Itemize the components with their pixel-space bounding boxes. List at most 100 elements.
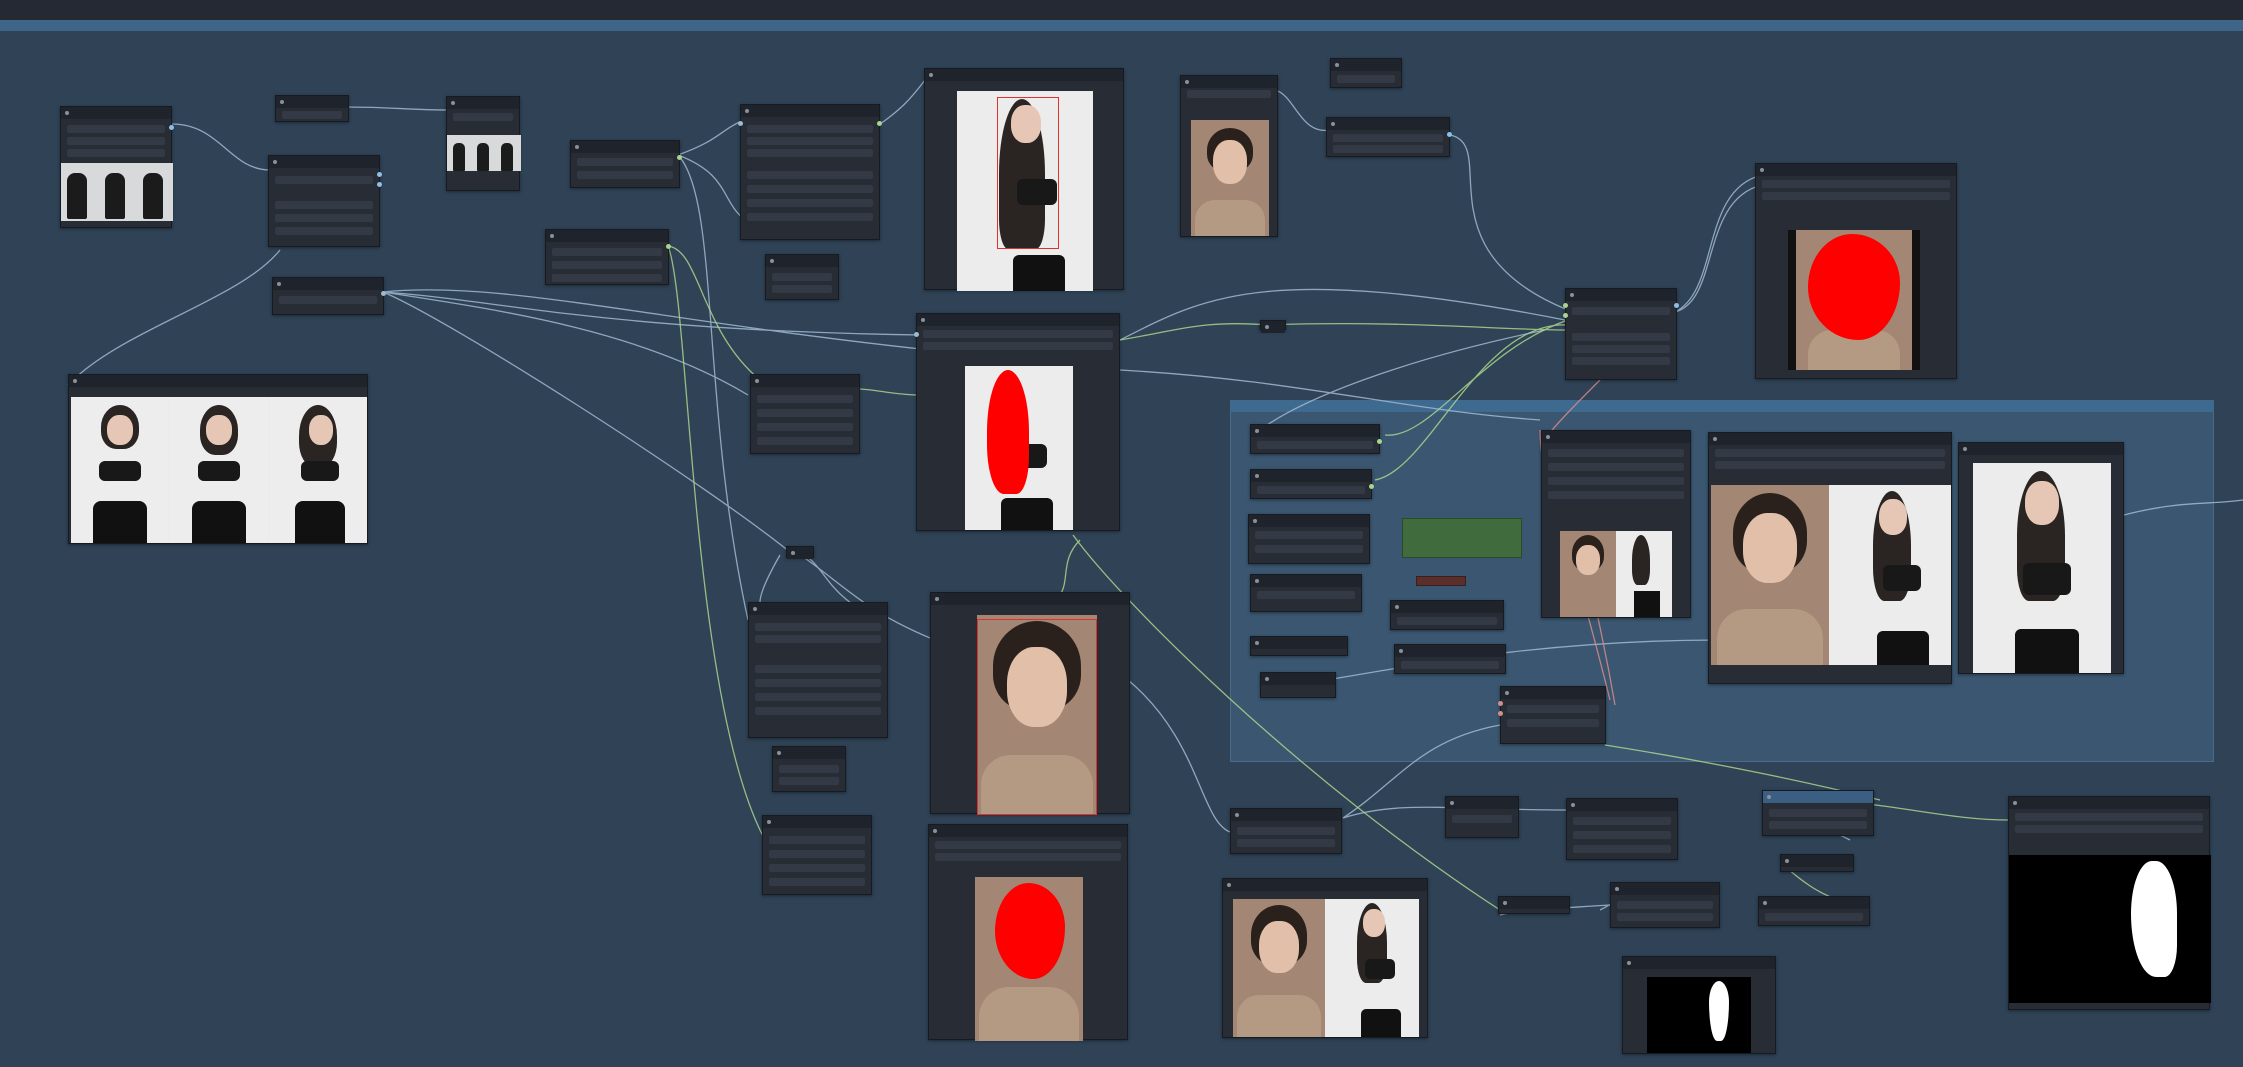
small-node[interactable] [1330,58,1402,88]
small-node[interactable] [1230,808,1342,854]
socket-dot-icon[interactable] [1447,132,1452,137]
node-header[interactable] [1611,883,1719,895]
widget-row[interactable] [769,878,865,886]
widget-row[interactable] [1765,913,1863,921]
widget-row[interactable] [747,171,873,179]
comparison-preview-node[interactable] [1222,878,1428,1038]
small-node[interactable] [545,229,671,285]
node-header[interactable] [1327,118,1449,130]
small-node[interactable] [275,95,349,122]
widget-row[interactable] [1333,134,1443,142]
socket-dot-icon[interactable] [738,121,743,126]
node-header[interactable] [571,141,679,153]
small-node[interactable] [1326,117,1452,157]
small-node[interactable] [772,746,846,792]
node-header[interactable] [546,230,668,242]
node-header[interactable] [1566,289,1676,301]
widget-row[interactable] [1715,461,1945,469]
small-node[interactable] [1758,896,1870,926]
socket-dot-icon[interactable] [677,155,682,160]
widget-row[interactable] [755,707,881,715]
node-header[interactable] [1391,601,1503,613]
widget-row[interactable] [275,201,373,209]
model-loader-node[interactable] [738,104,882,240]
node-header[interactable] [751,375,859,387]
node-header[interactable] [69,375,367,387]
node-header[interactable] [1623,957,1775,969]
widget-row[interactable] [747,125,873,133]
node-header[interactable] [269,156,379,168]
widget-row[interactable] [747,199,873,207]
node-header[interactable] [1756,164,1956,176]
widget-row[interactable] [1715,449,1945,457]
widget-row[interactable] [1548,491,1684,499]
widget-row[interactable] [772,285,832,293]
small-node[interactable] [1445,796,1519,838]
widget-row[interactable] [1572,345,1670,353]
small-node[interactable] [1762,790,1874,836]
node-header[interactable] [1251,470,1371,482]
socket-dot-icon[interactable] [877,121,882,126]
widget-row[interactable] [1573,845,1671,853]
socket-dot-icon[interactable] [169,125,174,130]
widget-row[interactable] [1257,441,1373,449]
widget-row[interactable] [1255,545,1363,553]
widget-row[interactable] [2015,825,2203,833]
reroute-node[interactable] [272,277,386,315]
node-group-title-bar[interactable] [1230,400,2214,412]
widget-row[interactable] [1762,180,1950,188]
node-header[interactable] [1395,645,1505,657]
widget-row[interactable] [747,137,873,145]
widget-row[interactable] [757,395,853,403]
node-header[interactable] [1709,433,1951,445]
node-header[interactable] [61,107,171,119]
node-header[interactable] [1763,791,1873,803]
widget-row[interactable] [755,635,881,643]
socket-dot-icon[interactable] [1377,439,1382,444]
primitive-node[interactable] [1402,518,1522,558]
node-header[interactable] [1501,687,1605,699]
node-header[interactable] [741,105,879,117]
image-batch-node[interactable] [446,96,521,191]
small-node[interactable] [1610,882,1720,928]
widget-row[interactable] [1507,705,1599,713]
detector-node[interactable] [748,602,888,738]
widget-row[interactable] [1255,531,1363,539]
group-input-node[interactable] [1250,574,1362,612]
group-input-node[interactable] [1248,514,1370,564]
widget-row[interactable] [755,693,881,701]
body-mask-node[interactable] [914,313,1120,531]
widget-row[interactable] [923,342,1113,350]
widget-row[interactable] [552,261,662,269]
widget-row[interactable] [67,137,165,145]
group-node[interactable] [1394,644,1506,674]
node-header[interactable] [1261,321,1285,333]
widget-row[interactable] [1257,486,1365,494]
node-header[interactable] [1231,809,1341,821]
portrait-preview-node[interactable] [1180,75,1278,237]
widget-row[interactable] [757,423,853,431]
node-header[interactable] [1567,799,1677,811]
group-node[interactable] [1390,600,1504,630]
widget-row[interactable] [935,841,1121,849]
widget-row[interactable] [1507,719,1599,727]
widget-row[interactable] [1573,831,1671,839]
node-header[interactable] [773,747,845,759]
widget-row[interactable] [1333,145,1443,153]
widget-row[interactable] [1237,827,1335,835]
socket-dot-icon[interactable] [381,291,386,296]
widget-row[interactable] [755,623,881,631]
widget-row[interactable] [935,853,1121,861]
widget-row[interactable] [747,185,873,193]
small-node[interactable] [765,254,839,300]
group-input-node[interactable] [1250,424,1382,454]
widget-row[interactable] [1257,591,1355,599]
widget-row[interactable] [1769,821,1867,829]
widget-row[interactable] [1548,477,1684,485]
socket-dot-icon[interactable] [1498,711,1503,716]
node-header[interactable] [763,816,871,828]
node-header[interactable] [1251,637,1347,649]
socket-dot-icon[interactable] [1563,313,1568,318]
widget-row[interactable] [779,777,839,785]
node-header[interactable] [276,96,348,108]
